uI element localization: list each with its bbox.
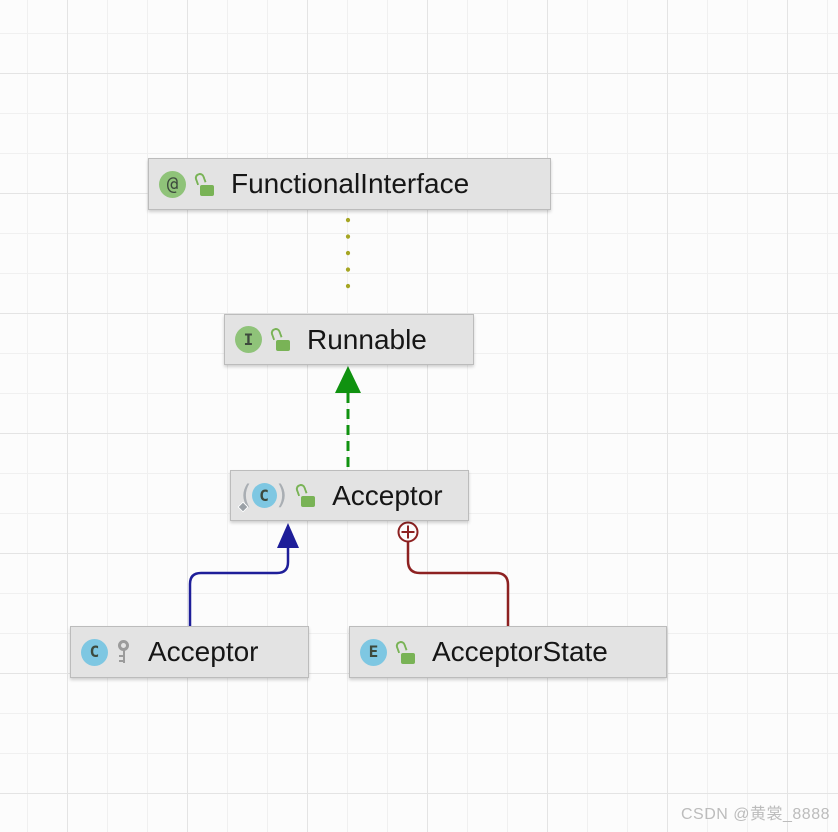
node-acceptor-nested[interactable]: C Acceptor <box>70 626 309 678</box>
interface-icon: I <box>235 326 262 353</box>
node-label: AcceptorState <box>432 636 608 667</box>
enum-icon: E <box>360 638 387 666</box>
edge-inner-plus-icon <box>401 525 415 539</box>
public-lock-icon <box>269 326 290 351</box>
node-runnable[interactable]: I Runnable <box>224 314 474 365</box>
class-icon: C <box>81 638 108 666</box>
node-label: Acceptor <box>332 479 443 511</box>
node-label: Runnable <box>307 323 427 355</box>
node-acceptor-class[interactable]: C Acceptor <box>230 470 469 521</box>
class-letter: C <box>259 485 269 505</box>
node-label: FunctionalInterface <box>231 168 470 199</box>
paren-right-icon <box>277 483 288 508</box>
annotation-letter: @ <box>166 172 179 195</box>
class-letter: C <box>89 642 100 661</box>
class-context-icon: C <box>237 483 288 513</box>
edge-extends-arrowhead <box>277 523 299 548</box>
annotation-icon: @ <box>159 170 186 198</box>
edge-inner-line <box>406 542 510 626</box>
enum-letter: E <box>368 642 379 661</box>
node-label: Acceptor <box>148 636 259 667</box>
csdn-watermark: CSDN @黄裳_8888 <box>680 806 830 823</box>
edge-extends-line <box>188 547 290 626</box>
public-lock-icon <box>394 639 415 664</box>
class-icon: C <box>251 483 277 508</box>
interface-letter: I <box>243 329 254 349</box>
edge-implements-arrowhead <box>335 366 361 393</box>
node-acceptor-state[interactable]: E AcceptorState <box>349 626 667 678</box>
public-lock-icon <box>294 482 316 507</box>
edge-inner-circle-icon <box>397 521 419 543</box>
package-private-key-icon <box>117 639 131 665</box>
node-functional-interface[interactable]: @ FunctionalInterface <box>148 158 551 210</box>
public-lock-icon <box>193 171 214 196</box>
